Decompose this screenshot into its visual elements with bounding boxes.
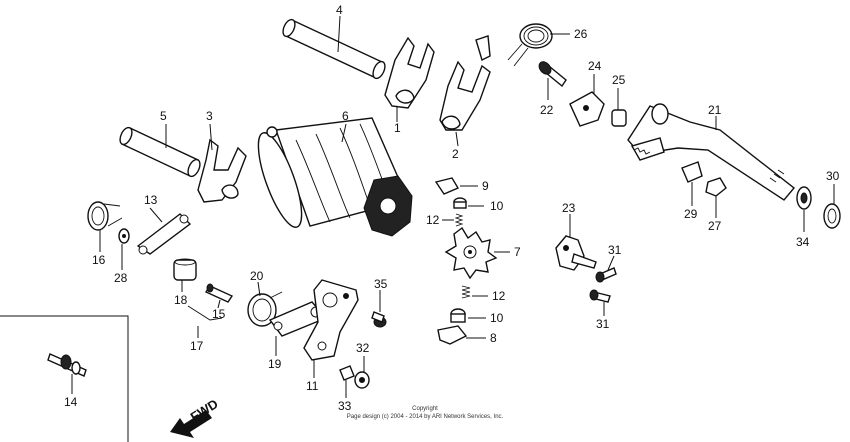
callout-28: 28 (114, 271, 128, 285)
part-spring-12-lower[interactable] (461, 285, 471, 299)
part-pin-15[interactable] (204, 283, 234, 303)
callout-8: 8 (490, 331, 497, 345)
part-spring-20[interactable] (247, 291, 283, 327)
part-arm-13[interactable] (136, 213, 192, 255)
part-arm-23[interactable] (555, 235, 597, 271)
callout-25: 25 (612, 73, 626, 87)
callout-12-lower: 12 (492, 289, 506, 303)
part-washer-32[interactable] (354, 371, 370, 389)
callout-19: 19 (268, 357, 282, 371)
callout-29: 29 (684, 207, 698, 221)
leader-31-upper (607, 255, 615, 271)
callout-18: 18 (174, 293, 188, 307)
callout-6: 6 (342, 109, 349, 123)
part-collar-18[interactable] (173, 258, 197, 281)
callout-26: 26 (574, 27, 588, 41)
callout-4: 4 (336, 3, 343, 17)
part-fork-2[interactable] (439, 35, 491, 131)
callout-34: 34 (796, 235, 810, 249)
callout-33: 33 (338, 399, 352, 413)
callout-27: 27 (708, 219, 722, 233)
part-bolt-35[interactable] (371, 311, 387, 328)
part-stopper-9[interactable] (434, 177, 460, 195)
callout-22: 22 (540, 103, 554, 117)
leader-6 (341, 123, 347, 143)
part-clip-17[interactable] (187, 305, 223, 321)
copyright-line1: Copyright (412, 406, 438, 412)
callout-12-upper: 12 (426, 213, 440, 227)
callout-20: 20 (250, 269, 264, 283)
part-plate-24[interactable] (569, 91, 605, 127)
part-washer-30[interactable] (823, 203, 841, 229)
leader-4 (337, 15, 341, 53)
leader-20 (257, 281, 261, 297)
part-gearshift-spindle-21[interactable] (627, 103, 795, 201)
fwd-arrow (170, 410, 212, 438)
part-pin-10-upper[interactable] (453, 197, 467, 209)
part-fork-3[interactable] (197, 138, 247, 203)
part-bolt-22[interactable] (537, 59, 567, 88)
callout-9: 9 (482, 179, 489, 193)
part-shaft-5[interactable] (118, 126, 203, 179)
part-spring-16[interactable] (87, 201, 123, 231)
callout-16: 16 (92, 253, 106, 267)
callout-23: 23 (562, 201, 576, 215)
callout-2: 2 (452, 147, 459, 161)
callout-35: 35 (374, 277, 388, 291)
leader-3 (209, 123, 213, 151)
callout-30: 30 (826, 169, 840, 183)
part-collar-25[interactable] (611, 109, 627, 127)
callout-10-lower: 10 (490, 311, 504, 325)
callout-11: 11 (306, 379, 319, 393)
callout-17: 17 (190, 339, 204, 353)
callout-31-lower: 31 (596, 317, 610, 331)
part-bolt-14[interactable] (47, 353, 87, 377)
part-bolt-31-lower[interactable] (589, 289, 611, 303)
part-return-spring-26[interactable] (507, 23, 553, 67)
callout-7: 7 (514, 245, 521, 259)
part-clip-29[interactable] (681, 161, 703, 183)
callout-13: 13 (144, 193, 158, 207)
part-fork-1[interactable] (384, 36, 435, 109)
part-seal-34[interactable] (796, 186, 812, 210)
part-shift-drum-6[interactable] (250, 117, 413, 237)
callout-3: 3 (206, 109, 213, 123)
part-spring-12-upper[interactable] (454, 213, 464, 227)
part-nut-33[interactable] (339, 365, 355, 381)
part-stopper-8[interactable] (437, 325, 468, 345)
part-bolt-31-upper[interactable] (595, 267, 617, 283)
callout-24: 24 (588, 59, 602, 73)
inset-frame (0, 315, 129, 442)
callout-21: 21 (708, 103, 722, 117)
part-shaft-4[interactable] (281, 18, 388, 81)
callout-1: 1 (394, 121, 401, 135)
part-nut-27[interactable] (705, 177, 727, 197)
leader-13 (149, 207, 163, 223)
callout-32: 32 (356, 341, 370, 355)
part-washer-28[interactable] (118, 228, 130, 244)
callout-10-upper: 10 (490, 199, 504, 213)
part-pin-10-lower[interactable] (450, 308, 466, 323)
callout-14: 14 (64, 395, 78, 409)
leader-15 (217, 299, 221, 309)
callout-15: 15 (212, 307, 226, 321)
part-plate-11[interactable] (303, 279, 359, 361)
callout-5: 5 (160, 109, 167, 123)
copyright-line2: Page design (c) 2004 - 2014 by ARI Netwo… (347, 414, 504, 420)
callout-31-upper: 31 (608, 243, 622, 257)
leader-2 (455, 131, 459, 147)
part-star-cam-7[interactable] (444, 226, 498, 280)
